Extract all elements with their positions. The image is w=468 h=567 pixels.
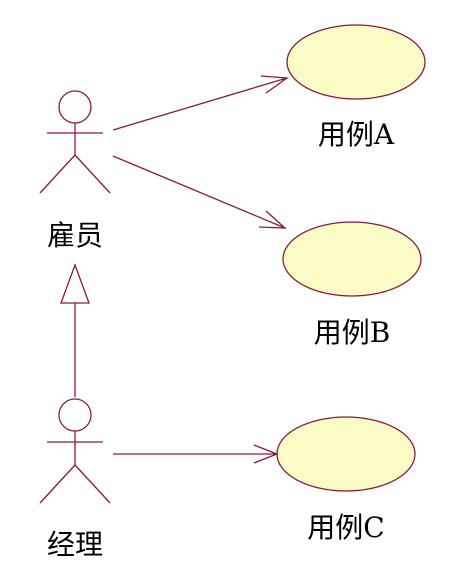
use-case-b-ellipse [282,221,422,297]
use-case-b[interactable] [282,221,422,297]
actor-employee[interactable] [39,90,111,194]
actor-employee-right-leg [74,154,111,194]
use-case-c[interactable] [276,416,416,492]
actor-employee-left-leg [39,154,76,194]
use-case-c-ellipse [276,416,416,492]
open-arrow-head [260,75,289,94]
use-case-c-label: 用例C [307,511,384,544]
actor-manager-head [58,398,92,432]
use-case-a-label: 用例A [318,118,395,151]
actor-employee-label: 雇员 [47,219,103,252]
association-employee-to-use-case-b [112,155,287,229]
use-case-a-ellipse [286,24,426,100]
open-arrow-head [253,444,279,464]
generalization-arrow [60,263,90,397]
actor-manager-right-leg [74,464,111,504]
association-line [112,155,286,229]
use-case-a[interactable] [286,24,426,100]
association-manager-to-use-case-c [113,444,279,464]
actor-manager[interactable] [39,398,111,504]
actor-manager-left-leg [39,464,76,504]
actor-manager-label: 经理 [47,528,103,561]
association-line [112,77,288,131]
open-arrow-head [258,210,287,229]
association-employee-to-use-case-a [112,75,289,131]
use-case-b-label: 用例B [314,316,391,349]
generalization-triangle-head [60,263,90,304]
actor-employee-head [58,90,92,124]
